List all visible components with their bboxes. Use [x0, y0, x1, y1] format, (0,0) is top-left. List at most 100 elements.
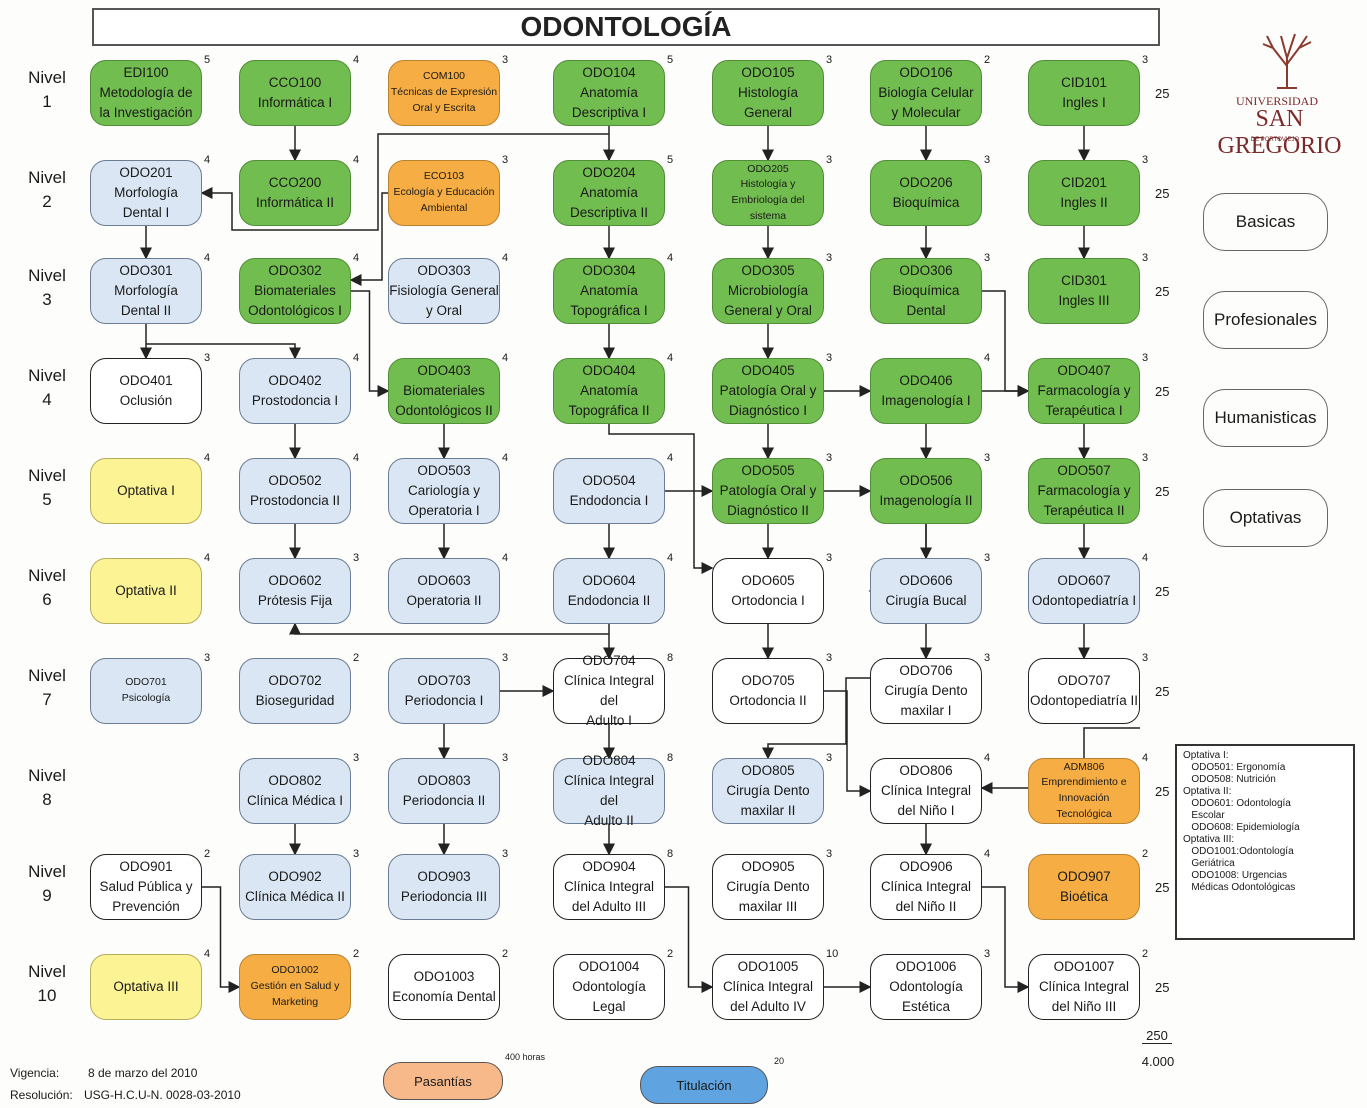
course-box: CID101 Ingles I: [1028, 60, 1140, 126]
university-name-line2: SAN GREGORIO: [1217, 106, 1342, 159]
course-credits: 3: [353, 552, 360, 564]
course-credits: 2: [353, 948, 360, 960]
page-title: ODONTOLOGÍA: [520, 11, 732, 42]
course-label: ODO704 Clínica Integral del Adulto I: [563, 652, 655, 729]
course-box: ODO105 Histología General: [712, 60, 824, 126]
course-box: ODO402 Prostodoncia I: [239, 358, 351, 424]
legend-profesionales: Profesionales: [1203, 291, 1328, 349]
course-credits: 2: [984, 54, 991, 66]
course-box: ODO803 Periodoncia II: [388, 758, 500, 824]
title-banner: ODONTOLOGÍA: [92, 8, 1160, 46]
course-credits: 2: [1142, 848, 1149, 860]
course-label: ODO506 Imagenología II: [879, 472, 973, 508]
pasantias-pill: Pasantías: [383, 1062, 503, 1100]
course-box: ODO704 Clínica Integral del Adulto I: [553, 653, 665, 728]
course-label: ODO606 Cirugía Bucal: [885, 572, 967, 608]
prerequisite-arrow: [202, 886, 241, 993]
course-credits: 4: [204, 552, 211, 564]
course-credits: 3: [984, 452, 991, 464]
course-box: ODO305 Microbiología General y Oral: [712, 258, 824, 324]
course-credits: 3: [1142, 252, 1149, 264]
course-credits: 3: [502, 752, 509, 764]
course-label: ODO407 Farmacología y Terapéutica I: [1037, 362, 1131, 419]
course-credits: 3: [984, 948, 991, 960]
course-label: ADM806 Emprendimiento e Innovación Tecno…: [1041, 760, 1127, 820]
course-label: ODO505 Patología Oral y Diagnóstico II: [719, 462, 817, 519]
prerequisite-arrow: [665, 886, 714, 993]
course-label: EDI100 Metodología de la Investigación: [99, 64, 193, 121]
course-label: ODO304 Anatomía Topográfica I: [570, 262, 648, 319]
course-box: CID201 Ingles II: [1028, 160, 1140, 226]
course-label: ODO602 Prótesis Fija: [257, 572, 333, 608]
course-credits: 8: [667, 752, 674, 764]
course-label: Optativa I: [117, 482, 175, 498]
note-line: Optativa I:: [1183, 750, 1229, 761]
course-credits: 3: [1142, 352, 1149, 364]
note-line: Optativa II:: [1183, 786, 1232, 797]
course-label: ODO502 Prostodoncia II: [249, 472, 341, 508]
course-box: ODO303 Fisiología General y Oral: [388, 258, 500, 324]
course-credits: 3: [826, 452, 833, 464]
course-box: ODO806 Clínica Integral del Niño I: [870, 758, 982, 824]
course-credits: 3: [826, 154, 833, 166]
course-label: ODO401 Oclusión: [119, 372, 173, 408]
course-box: Optativa III: [90, 954, 202, 1020]
course-label: ODO406 Imagenología I: [881, 372, 971, 408]
level-number: 7: [42, 690, 52, 709]
course-label: ODO701 Psicología: [121, 676, 171, 704]
note-line: ODO1001:Odontología Geriátrica: [1191, 846, 1294, 869]
course-credits: 4: [667, 452, 674, 464]
level-total: 25: [1155, 684, 1170, 699]
course-label: ODO507 Farmacología y Terapéutica II: [1037, 462, 1131, 519]
credits-sum: 250: [1142, 1028, 1172, 1044]
course-credits: 5: [667, 54, 674, 66]
course-credits: 4: [1142, 552, 1149, 564]
course-credits: 4: [502, 352, 509, 364]
legend-humanisticas: Humanisticas: [1203, 389, 1328, 447]
course-credits: 3: [826, 352, 833, 364]
course-box: ODO302 Biomateriales Odontológicos I: [239, 258, 351, 324]
course-credits: 4: [204, 252, 211, 264]
course-credits: 2: [204, 848, 211, 860]
course-credits: 8: [667, 652, 674, 664]
course-box: ODO706 Cirugía Dento maxilar I: [870, 658, 982, 724]
note-line: ODO508: Nutrición: [1183, 774, 1276, 785]
course-box: ODO607 Odontopediatría I: [1028, 558, 1140, 624]
course-credits: 2: [502, 948, 509, 960]
course-box: ODO605 Ortodoncia I: [712, 558, 824, 624]
level-number: 3: [42, 290, 52, 309]
course-label: CID101 Ingles I: [1061, 74, 1107, 110]
course-box: ODO405 Patología Oral y Diagnóstico I: [712, 358, 824, 424]
course-credits: 4: [502, 552, 509, 564]
course-label: ODO306 Bioquímica Dental: [892, 262, 960, 319]
course-label: ODO702 Bioseguridad: [255, 672, 335, 708]
course-label: CID201 Ingles II: [1060, 174, 1108, 210]
course-credits: 3: [353, 752, 360, 764]
course-label: CCO200 Informática II: [255, 174, 335, 210]
course-box: ODO705 Ortodoncia II: [712, 658, 824, 724]
course-box: ODO407 Farmacología y Terapéutica I: [1028, 358, 1140, 424]
course-credits: 4: [353, 154, 360, 166]
level-number: 4: [42, 390, 52, 409]
course-box: ODO502 Prostodoncia II: [239, 458, 351, 524]
course-credits: 3: [826, 848, 833, 860]
course-label: ODO703 Periodoncia I: [404, 672, 484, 708]
course-credits: 3: [502, 54, 509, 66]
course-label: ODO806 Clínica Integral del Niño I: [880, 762, 972, 819]
total-hours: 4.000: [1141, 1054, 1175, 1069]
course-box: ODO1002 Gestión en Salud y Marketing: [239, 954, 351, 1020]
course-credits: 3: [204, 652, 211, 664]
course-box: ODO707 Odontopediatría II: [1028, 658, 1140, 724]
prerequisite-arrow: [982, 886, 1030, 993]
course-label: ECO103 Ecología y Educación Ambiental: [393, 170, 495, 214]
course-label: ODO902 Clínica Médica II: [245, 868, 345, 904]
course-label: ODO105 Histología General: [737, 64, 799, 121]
course-box: ECO103 Ecología y Educación Ambiental: [388, 160, 500, 226]
course-credits: 4: [204, 948, 211, 960]
course-credits: 4: [204, 154, 211, 166]
course-label: ODO804 Clínica Integral del Adulto II: [563, 752, 655, 829]
course-box: ODO701 Psicología: [90, 658, 202, 724]
course-credits: 4: [984, 848, 991, 860]
